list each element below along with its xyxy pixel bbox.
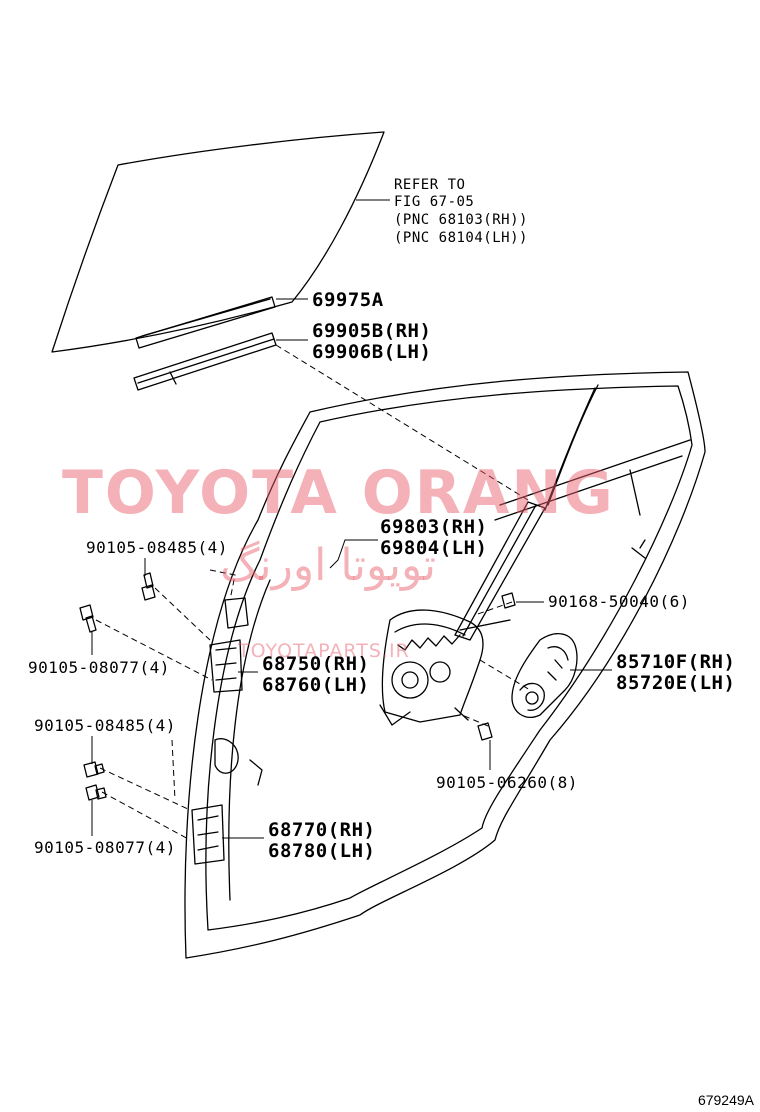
bolt-icon-90105-06260 [477, 722, 493, 741]
refer-note-line1: REFER TO [394, 177, 466, 193]
watermark-main: TOYOTA ORANG [62, 458, 615, 528]
bolt-icon-upper-2 [79, 604, 97, 633]
callout-68750[interactable]: 68750(RH) [262, 653, 370, 675]
window-regulator-rail [454, 501, 546, 641]
refer-note-line3: (PNC 68103(RH)) [394, 212, 528, 228]
callout-68760[interactable]: 68760(LH) [262, 674, 370, 696]
callout-85720E[interactable]: 85720E(LH) [616, 672, 736, 694]
callout-90168-50040[interactable]: 90168-50040(6) [548, 592, 690, 611]
callout-90105-08485-lower[interactable]: 90105-08485(4) [34, 716, 176, 735]
refer-note-line2: FIG 67-05 [394, 194, 475, 210]
door-frame-outer [184, 371, 706, 959]
bolt-icon-upper-1 [141, 572, 156, 601]
upper-hinge [209, 639, 243, 693]
regulator-motor [511, 633, 578, 718]
callout-69905B[interactable]: 69905B(RH) [312, 320, 432, 342]
door-frame-inner [205, 385, 693, 931]
callout-69975A[interactable]: 69975A [312, 289, 384, 311]
leader-69803 [329, 539, 378, 569]
callout-68770[interactable]: 68770(RH) [268, 819, 376, 841]
callout-85710F[interactable]: 85710F(RH) [616, 651, 736, 673]
bolt-icon-lower-2 [85, 784, 107, 801]
refer-note-line4: (PNC 68104(LH)) [394, 230, 528, 246]
glass-strip-69975A [135, 296, 276, 349]
bolt-icon-90168 [501, 592, 516, 609]
callout-69906B[interactable]: 69906B(LH) [312, 341, 432, 363]
callout-90105-08485-upper[interactable]: 90105-08485(4) [86, 538, 228, 557]
callout-69804[interactable]: 69804(LH) [380, 537, 488, 559]
callout-90105-06260[interactable]: 90105-06260(8) [436, 773, 578, 792]
callout-90105-08077-upper[interactable]: 90105-08077(4) [28, 658, 170, 677]
door-glass [51, 131, 385, 353]
callout-69803[interactable]: 69803(RH) [380, 516, 488, 538]
figure-code: 679249A [697, 1092, 754, 1108]
bolt-icon-lower-1 [83, 761, 105, 778]
watermark-sub: TOYOTAPARTS.IR [238, 640, 410, 662]
callout-90105-08077-lower[interactable]: 90105-08077(4) [34, 838, 176, 857]
watermark-arabic: تويوتا اورنگ [220, 540, 436, 591]
lower-hinge [191, 804, 225, 865]
callout-68780[interactable]: 68780(LH) [268, 840, 376, 862]
